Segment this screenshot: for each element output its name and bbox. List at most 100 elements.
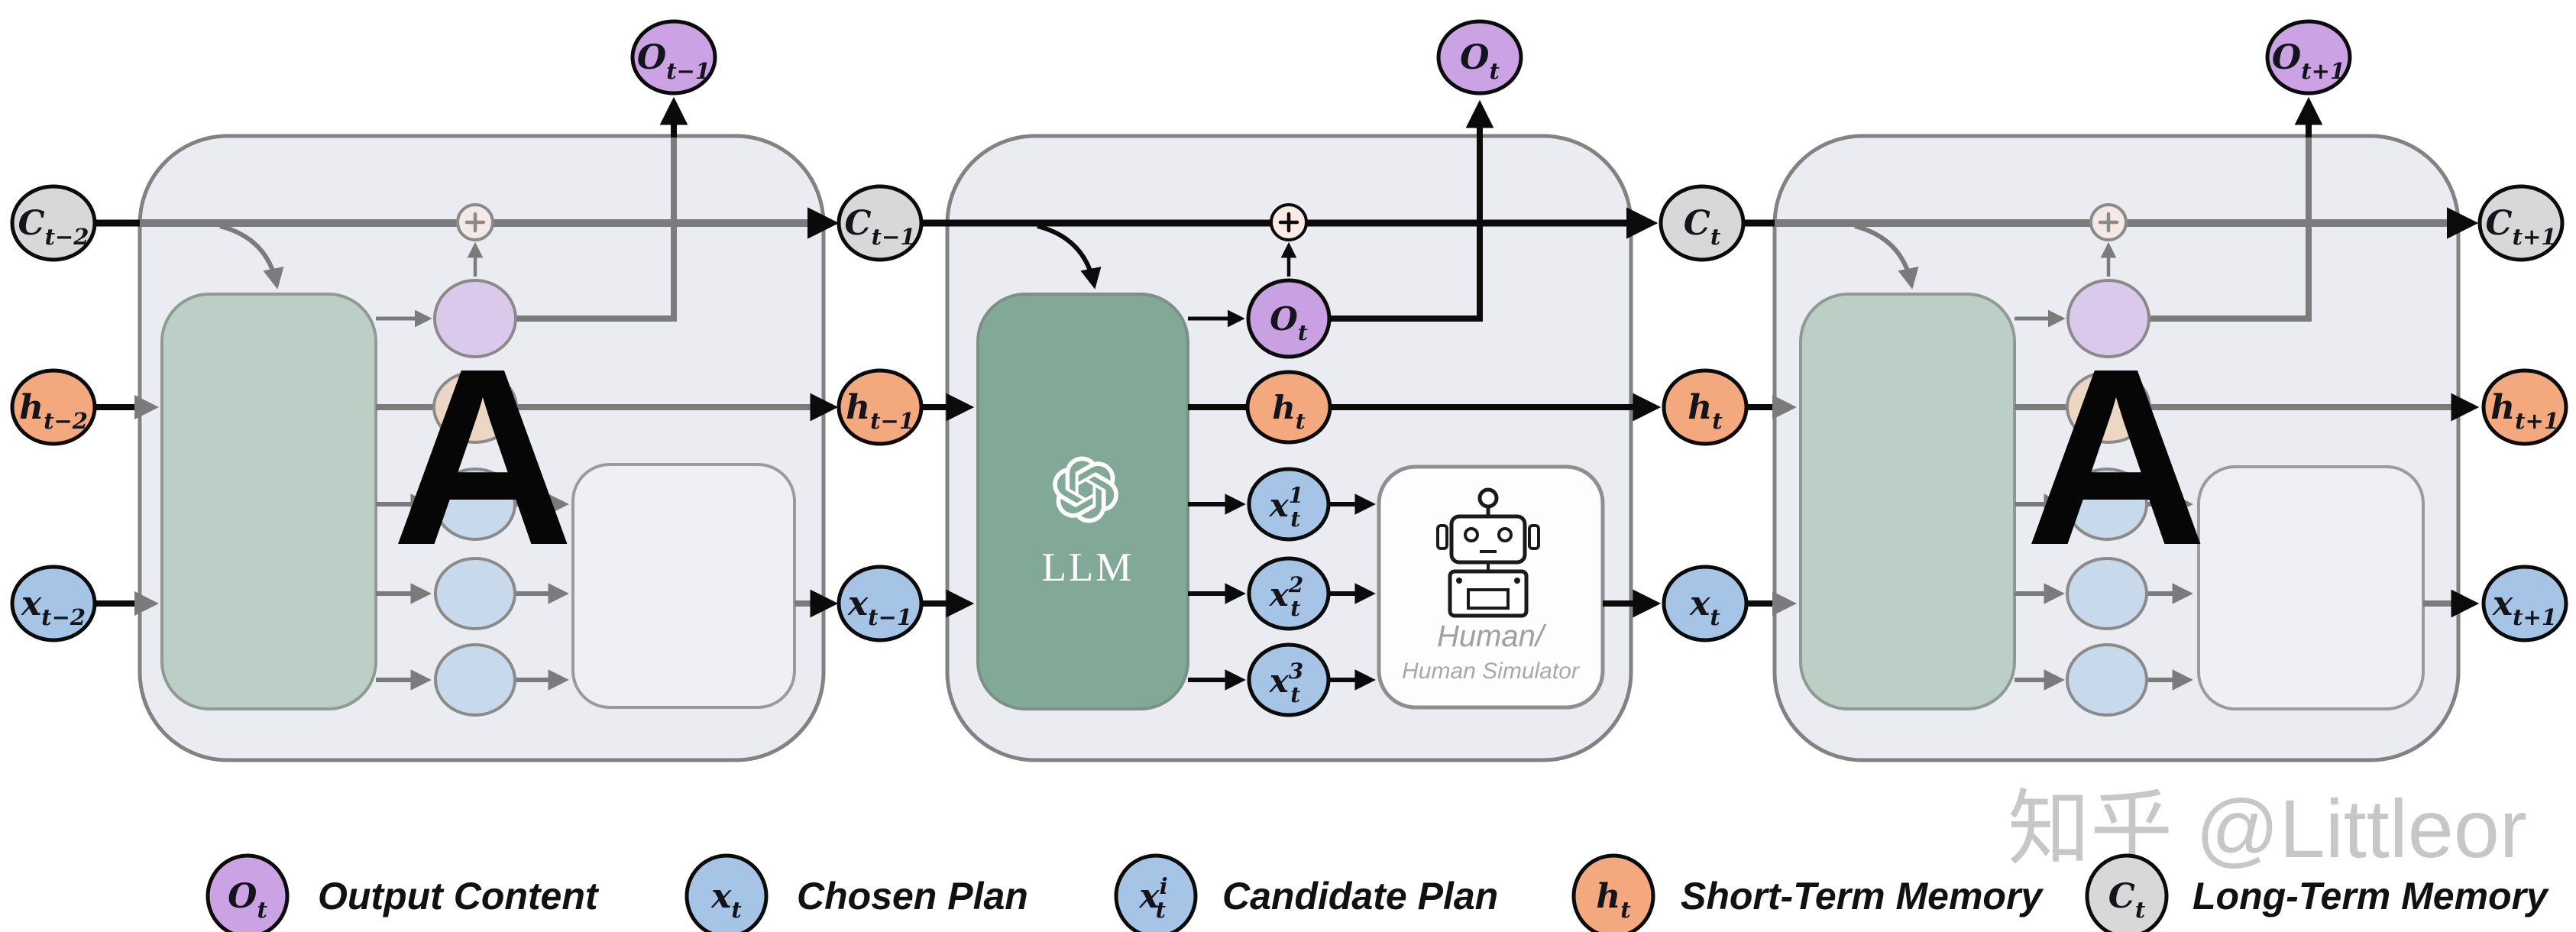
c-node-t	[1659, 184, 1746, 262]
wire-c-to-llm-curve-middle	[1037, 224, 1102, 290]
legend-item-chosen: xt Chosen Plan	[684, 853, 1028, 932]
output-node-t1-label: Ot+1	[2272, 38, 2345, 84]
output-node-inner	[1246, 278, 1332, 359]
faded-cand1-node-right	[2066, 468, 2148, 541]
right-cell-letter: A	[2025, 316, 2207, 597]
llm-label: LLM	[1042, 545, 1134, 590]
x-node-t	[1662, 565, 1749, 642]
candidate-node-3	[1247, 642, 1331, 717]
legend-output-label: Output Content	[318, 875, 600, 917]
plus-icon-right	[2098, 212, 2119, 233]
h-node-t-1-label: ht−1	[846, 388, 914, 434]
plus-nodes	[456, 203, 2128, 241]
plus-icon-left	[464, 212, 486, 233]
legend-candidate-label: Candidate Plan	[1222, 875, 1498, 917]
h-node-t-1	[837, 368, 924, 446]
faded-h-node-left	[432, 371, 518, 444]
output-node-inner-label: Ot	[1270, 300, 1308, 345]
c-node-t-2-label: Ct−2	[18, 204, 89, 250]
c-node-t-1-label: Ct−1	[845, 204, 916, 250]
faded-inner-nodes	[432, 279, 2151, 717]
wire-c-to-llm-curve-right	[1854, 224, 1919, 290]
human-box-line2: Human Simulator	[1402, 659, 1580, 684]
wire-output-elbow-right	[2148, 138, 2312, 322]
x-node-t-2	[10, 565, 97, 642]
wire-output-elbow-middle	[1329, 99, 1494, 322]
legend-long-term-circle	[2085, 853, 2169, 932]
right-llm-block-faded	[1799, 293, 2016, 710]
robot-icon	[1436, 487, 1540, 618]
output-node-t-label: Ot	[1460, 38, 1500, 84]
watermark: 知乎 @Littleor	[2008, 782, 2527, 875]
faded-h-node-right	[2066, 371, 2151, 444]
faded-output-node-left	[433, 279, 517, 358]
h-node-t1-label: ht+1	[2490, 388, 2559, 434]
plus-icon-middle	[1278, 212, 1299, 233]
openai-logo-icon	[1053, 456, 1118, 523]
output-top-nodes: Ot−1 Ot Ot+1	[630, 19, 2352, 95]
x-node-t1-label: xt+1	[2492, 584, 2557, 630]
h-node-inner-label: ht	[1272, 389, 1306, 434]
faded-cand1-node-left	[434, 468, 516, 541]
candidate-node-2	[1247, 556, 1331, 631]
legend-short-term-circle	[1571, 853, 1655, 932]
wire-output-elbow-left	[515, 138, 677, 322]
human-box-content: Human/ Human Simulator	[1402, 487, 1580, 684]
x-node-t-label: xt	[1689, 584, 1720, 630]
candidate-node-1	[1247, 467, 1331, 542]
legend-output-circle	[205, 853, 290, 932]
x-node-t-2-label: xt−2	[21, 584, 86, 630]
legend-item-output: Ot Output Content	[205, 853, 600, 932]
faded-output-node-right	[2066, 279, 2150, 358]
output-node-t	[1436, 19, 1523, 95]
h-node-t	[1662, 368, 1749, 446]
inner-blocks	[160, 293, 2425, 710]
h-node-t1	[2481, 368, 2568, 446]
right-human-box-faded	[2197, 465, 2425, 710]
x-node-t-1	[837, 565, 924, 642]
human-box-line1: Human/	[1437, 620, 1547, 653]
c-node-t1-label: Ct+1	[2486, 204, 2557, 250]
faded-cand2-node-left	[434, 557, 516, 630]
legend-item-long-term: Ct Long-Term Memory	[2085, 853, 2549, 932]
legend-candidate-circle	[1114, 853, 1198, 932]
legend-short-term-symbol: ht	[1596, 877, 1631, 923]
legend-chosen-symbol: xt	[710, 877, 742, 923]
legend-long-term-symbol: Ct	[2108, 877, 2146, 923]
seam-nodes: Ct−2 ht−2 xt−2 Ct−1 ht−1 xt−1 Ct ht xt C…	[10, 184, 2568, 642]
x-node-t1	[2481, 565, 2568, 642]
output-node-t-1	[630, 19, 717, 95]
faded-cand3-node-left	[434, 643, 516, 717]
left-human-box-faded	[571, 463, 796, 709]
c-node-t-1	[837, 184, 924, 262]
llm-block-content: LLM	[1042, 456, 1134, 590]
left-llm-block-faded	[160, 293, 377, 710]
output-node-t-1-label: Ot−1	[637, 38, 710, 84]
output-node-t1	[2265, 19, 2352, 95]
c-node-t-2	[10, 184, 97, 262]
h-node-t-label: ht	[1688, 388, 1723, 434]
c-node-t1	[2477, 184, 2565, 262]
legend-chosen-circle	[684, 853, 769, 932]
legend-long-term-label: Long-Term Memory	[2193, 875, 2549, 917]
faded-cand3-node-right	[2066, 643, 2148, 717]
faded-cand2-node-right	[2066, 557, 2148, 630]
left-cell-letter: A	[392, 316, 574, 597]
c-node-t-label: Ct	[1684, 204, 1721, 250]
legend-output-symbol: Ot	[228, 877, 267, 923]
legend-chosen-label: Chosen Plan	[797, 875, 1028, 917]
h-node-t-2-label: ht−2	[19, 388, 88, 434]
legend-item-short-term: ht Short-Term Memory	[1571, 853, 2044, 932]
legend-short-term-label: Short-Term Memory	[1681, 875, 2044, 917]
h-node-t-2	[10, 368, 97, 446]
h-node-inner	[1245, 370, 1332, 445]
wire-c-to-llm-curve-left	[219, 224, 284, 290]
